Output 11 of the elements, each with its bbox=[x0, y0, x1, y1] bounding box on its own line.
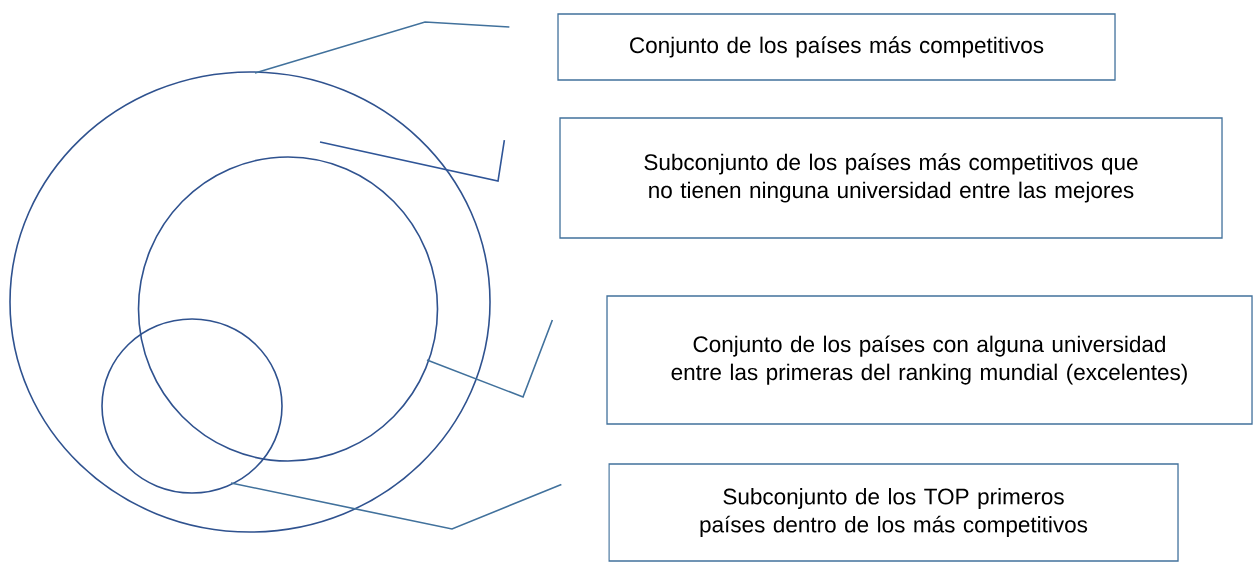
text-box: Conjunto de los países más competitivos bbox=[557, 13, 1116, 81]
leader-line bbox=[254, 21, 511, 74]
circle bbox=[9, 71, 491, 533]
circle bbox=[137, 156, 439, 462]
text-box: Subconjunto de los países más competitivos que no tienen ninguna universidad entre las mejores bbox=[559, 117, 1223, 239]
leader-line bbox=[319, 139, 506, 182]
text-box: Conjunto de los países con alguna universidad entre las primeras del ranking mundial (excelentes) bbox=[606, 295, 1253, 425]
circle bbox=[101, 318, 283, 494]
leader-line bbox=[230, 482, 563, 530]
text-box: Subconjunto de los TOP primeros países dentro de los más competitivos bbox=[608, 463, 1179, 562]
leader-line bbox=[426, 319, 554, 399]
